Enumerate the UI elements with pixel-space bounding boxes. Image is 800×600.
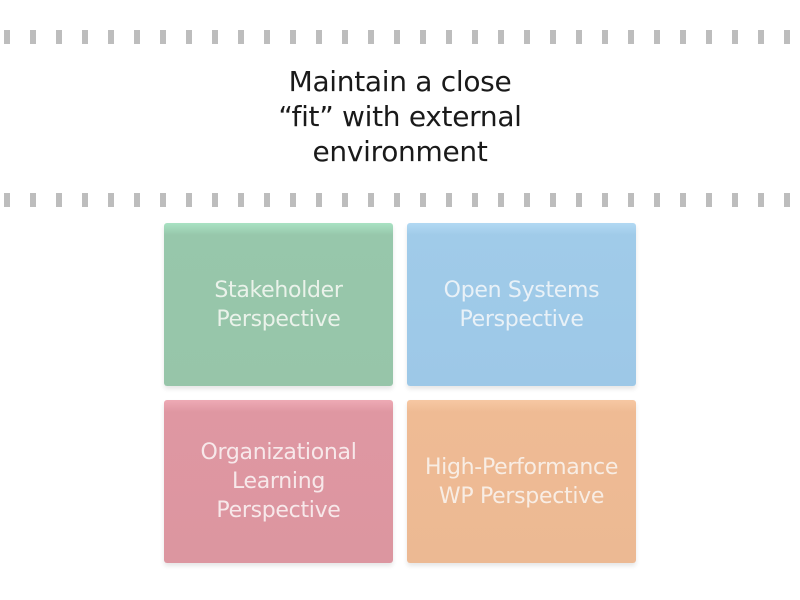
high-performance-wp-perspective-box: High-Performance WP Perspective (407, 400, 636, 563)
top-dashed-divider (0, 30, 800, 44)
organizational-learning-perspective-label: Organizational Learning Perspective (200, 440, 357, 523)
diagram-title-text: Maintain a close “fit” with external env… (278, 65, 522, 168)
stakeholder-perspective-box: Stakeholder Perspective (164, 223, 393, 386)
open-systems-perspective-box: Open Systems Perspective (407, 223, 636, 386)
organizational-learning-perspective-box: Organizational Learning Perspective (164, 400, 393, 563)
diagram-title: Maintain a close “fit” with external env… (200, 64, 600, 169)
bottom-dashed-divider (0, 193, 800, 207)
stakeholder-perspective-label: Stakeholder Perspective (214, 277, 343, 332)
high-performance-wp-perspective-label: High-Performance WP Perspective (424, 454, 619, 509)
open-systems-perspective-label: Open Systems Perspective (443, 277, 600, 332)
